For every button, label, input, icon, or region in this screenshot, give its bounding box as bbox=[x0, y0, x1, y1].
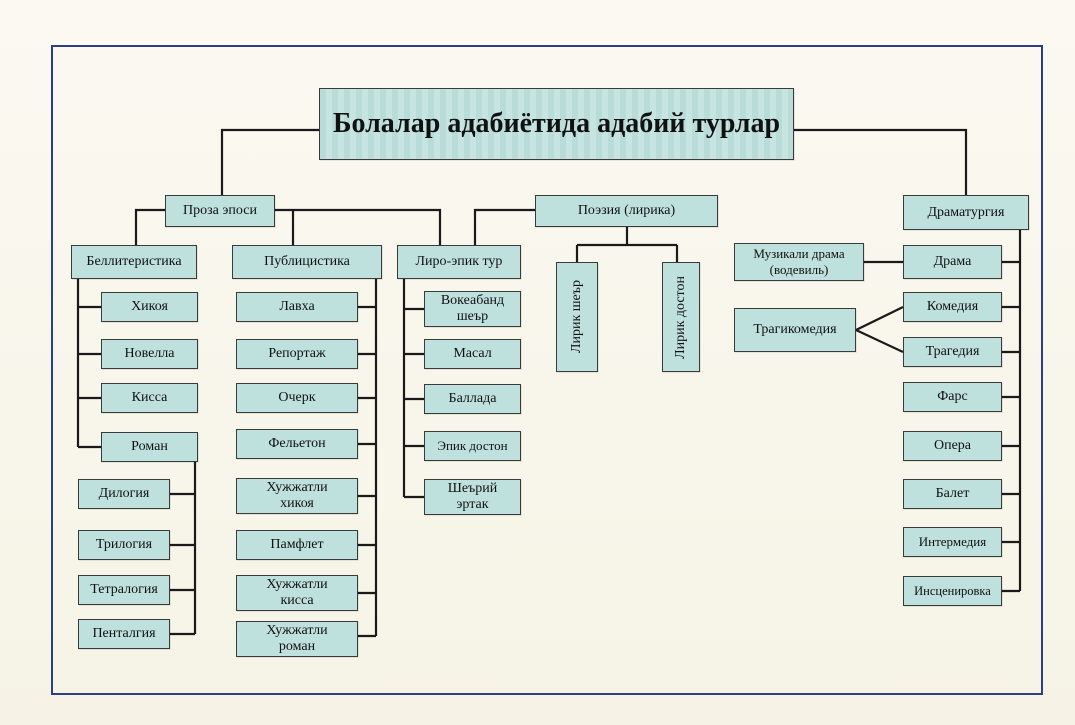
main-title: Болалар адабиётида адабий турлар bbox=[319, 88, 794, 160]
lyro-epic-item: Баллада bbox=[424, 384, 521, 414]
poetry-item: Лирик шеър bbox=[556, 262, 598, 372]
lyro-epic-node: Лиро-эпик тур bbox=[397, 245, 521, 279]
drama-node: Драматургия bbox=[903, 195, 1029, 230]
publicistics-item: Хужжатли роман bbox=[236, 621, 358, 657]
publicistics-item: Хужжатли хикоя bbox=[236, 478, 358, 514]
publicistics-item: Фельетон bbox=[236, 429, 358, 459]
musical-drama-node: Музикали драма (водевиль) bbox=[734, 243, 864, 281]
drama-item: Интермедия bbox=[903, 527, 1002, 557]
belletristics-node: Беллитеристика bbox=[71, 245, 197, 279]
belletristics-item: Кисса bbox=[101, 383, 198, 413]
tragicomedy-node: Трагикомедия bbox=[734, 308, 856, 352]
drama-item: Драма bbox=[903, 245, 1002, 279]
drama-item: Инсценировка bbox=[903, 576, 1002, 606]
lyro-epic-item: Шеърий эртак bbox=[424, 479, 521, 515]
publicistics-item: Очерк bbox=[236, 383, 358, 413]
roman-type-item: Дилогия bbox=[78, 479, 170, 509]
belletristics-item: Роман bbox=[101, 432, 198, 462]
lyro-epic-item: Масал bbox=[424, 339, 521, 369]
belletristics-item: Новелла bbox=[101, 339, 198, 369]
publicistics-item: Лавха bbox=[236, 292, 358, 322]
lyro-epic-item: Эпик достон bbox=[424, 431, 521, 461]
belletristics-item: Хикоя bbox=[101, 292, 198, 322]
drama-item: Балет bbox=[903, 479, 1002, 509]
drama-item: Фарс bbox=[903, 382, 1002, 412]
poetry-node: Поэзия (лирика) bbox=[535, 195, 718, 227]
drama-item: Трагедия bbox=[903, 337, 1002, 367]
roman-type-item: Пенталгия bbox=[78, 619, 170, 649]
poster-frame bbox=[51, 45, 1043, 695]
publicistics-node: Публицистика bbox=[232, 245, 382, 279]
roman-type-item: Трилогия bbox=[78, 530, 170, 560]
poetry-item: Лирик достон bbox=[662, 262, 700, 372]
publicistics-item: Хужжатли кисса bbox=[236, 575, 358, 611]
drama-item: Комедия bbox=[903, 292, 1002, 322]
lyro-epic-item: Вокеабанд шеър bbox=[424, 291, 521, 327]
publicistics-item: Репортаж bbox=[236, 339, 358, 369]
epic-prose-node: Проза эпоси bbox=[165, 195, 275, 227]
publicistics-item: Памфлет bbox=[236, 530, 358, 560]
roman-type-item: Тетралогия bbox=[78, 575, 170, 605]
drama-item: Опера bbox=[903, 431, 1002, 461]
